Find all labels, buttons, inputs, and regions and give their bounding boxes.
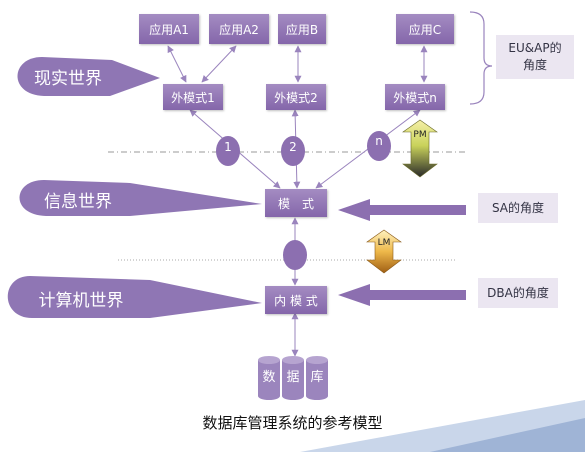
pm-label: PM [413,130,427,140]
info-world-callout [19,180,262,216]
db-cylinder-1-top [258,356,280,364]
lm-double-arrow-shape [366,229,402,274]
mapping-label-1: 1 [224,140,232,154]
figure-caption: 数据库管理系统的参考模型 [202,414,383,432]
db-cylinder-3-top [306,356,328,364]
sa-arrow [338,199,466,221]
real-world-callout [17,57,160,96]
external-schema-box-1: 外模式1 [163,84,223,110]
schema-box: 模 式 [265,189,327,217]
link-a1-em1 [167,45,187,83]
mapping-label-2: 2 [289,140,297,154]
eu-ap-brace [469,11,493,105]
mapping-node-2 [281,136,305,166]
eu-ap-perspective-panel: EU&AP的 角度 [496,35,574,79]
database-label-1: 数 [262,370,276,385]
link-a2-em1 [201,45,237,83]
mapping-node-n [367,131,391,161]
info-world-label: 信息世界 [44,191,112,212]
mapping-node-schema-internal [283,240,307,270]
footer-ribbon-dark [430,418,585,452]
eu-ap-perspective-line1: EU&AP的 [508,41,562,55]
database-label-3: 库 [310,370,324,385]
database-cylinders [258,356,328,400]
real-world-label: 现实世界 [34,68,102,89]
db-cylinder-2 [282,360,304,400]
db-cylinder-3 [306,360,328,400]
lm-label: LM [377,238,391,248]
app-box-a2: 应用A2 [209,14,269,44]
pm-double-arrow-shape [402,119,438,178]
external-schema-box-2: 外模式2 [266,84,326,110]
mapping-label-n: n [375,134,383,148]
database-label-2: 据 [286,370,300,385]
computer-world-label: 计算机世界 [38,290,124,311]
app-box-c: 应用C [396,14,454,44]
mapping-node-1 [216,136,240,166]
db-cylinder-2-top [282,356,304,364]
db-cylinder-1 [258,360,280,400]
external-schema-box-n: 外模式n [385,84,445,110]
dba-perspective-panel: DBA的角度 [478,278,558,308]
app-box-b: 应用B [278,14,326,44]
computer-world-callout [7,276,262,318]
app-box-a1: 应用A1 [139,14,199,44]
sa-perspective-panel: SA的角度 [478,193,558,223]
dba-arrow [338,284,466,306]
eu-ap-perspective-line2: 角度 [522,58,547,72]
internal-schema-box: 内 模 式 [265,286,327,314]
